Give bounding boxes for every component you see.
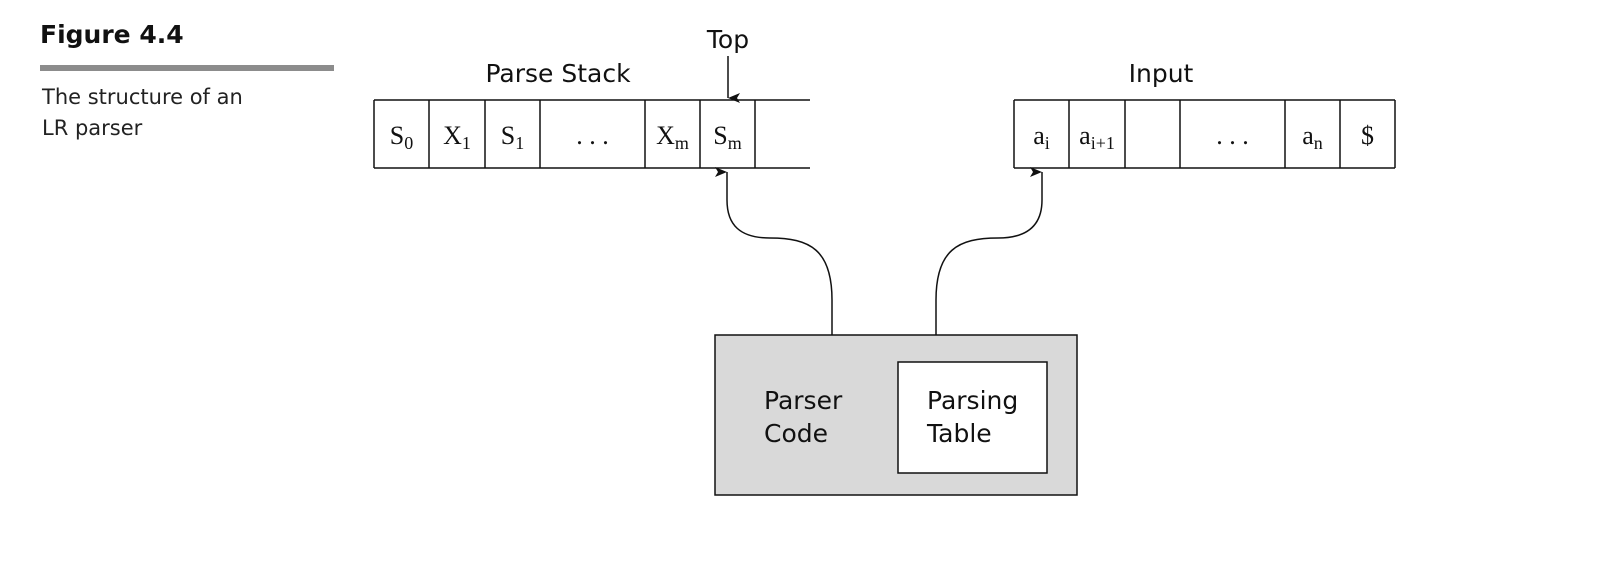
caption-line: LR parser	[42, 116, 143, 140]
input-tape: ai ai+1 . . . an $	[1013, 99, 1396, 169]
parsing-table-box	[897, 361, 1048, 474]
tape-cell: S0	[390, 121, 413, 153]
tape-cell: an	[1302, 121, 1323, 153]
input-title: Input	[1129, 59, 1194, 88]
top-label: Top	[706, 25, 749, 54]
stack-title: Parse Stack	[485, 59, 631, 88]
tape-cell: ai	[1033, 121, 1050, 153]
figure-caption: The structure of an LR parser	[42, 82, 243, 144]
tape-cell: Sm	[713, 121, 741, 153]
stack-pointer-arrow	[715, 167, 833, 335]
caption-line: The structure of an	[42, 85, 243, 109]
parser-code-line1: Parser	[764, 386, 843, 415]
parse-stack: S0 X1 S1 . . . Xm Sm	[373, 99, 810, 169]
parsing-table-line1: Parsing	[927, 386, 1018, 415]
figure-label: Figure 4.4	[40, 20, 184, 49]
tape-cell: X1	[443, 121, 471, 153]
parsing-table-line2: Table	[926, 419, 992, 448]
tape-cell: Xm	[656, 121, 689, 153]
tape-cell: S1	[501, 121, 524, 153]
input-pointer-arrow	[935, 167, 1043, 335]
figure-rule	[40, 65, 334, 71]
tape-cell: ai+1	[1079, 121, 1115, 153]
tape-cell: $	[1361, 121, 1374, 150]
tape-cell: . . .	[576, 121, 609, 150]
tape-cell: . . .	[1216, 121, 1249, 150]
parser-code-line2: Code	[764, 419, 828, 448]
